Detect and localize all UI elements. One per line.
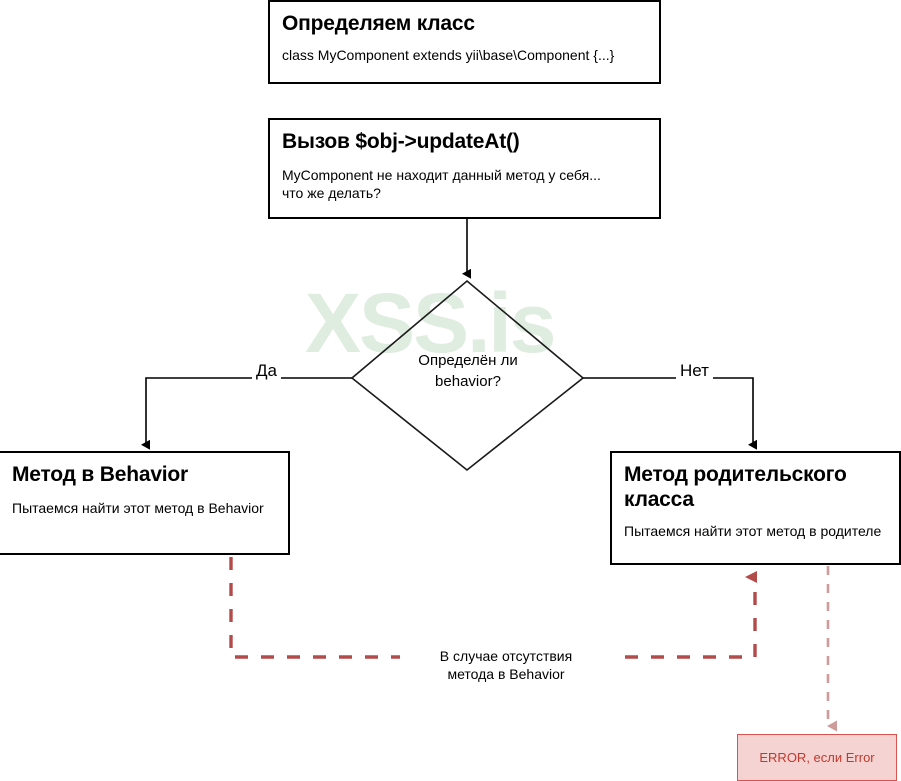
node-define-class-body: class MyComponent extends yii\base\Compo… bbox=[282, 46, 615, 63]
node-parent-method-body: Пытаемся найти этот метод в родителе bbox=[624, 522, 882, 539]
node-define-class-title: Определяем класс bbox=[282, 12, 475, 35]
node-parent-method-title: Метод родительского класса bbox=[624, 463, 847, 511]
connector-yes-branch bbox=[141, 377, 352, 450]
node-call-update[interactable]: Вызов $obj->updateAt() MyComponent не на… bbox=[268, 118, 661, 219]
edge-label-fallback: В случае отсутствия метода в Behavior bbox=[400, 645, 612, 686]
node-error-text: ERROR, если Error bbox=[759, 750, 875, 765]
node-behavior-method-title: Метод в Behavior bbox=[12, 463, 189, 486]
connector-fallback-dashed bbox=[229, 557, 757, 659]
node-call-update-title: Вызов $obj->updateAt() bbox=[282, 130, 520, 153]
node-call-update-body: MyComponent не находит данный метод у се… bbox=[282, 166, 601, 201]
node-behavior-method-body: Пытаемся найти этот метод в Behavior bbox=[12, 499, 264, 516]
connector-no-branch bbox=[583, 377, 757, 450]
node-define-class[interactable]: Определяем класс class MyComponent exten… bbox=[268, 0, 661, 84]
node-error[interactable]: ERROR, если Error bbox=[737, 734, 897, 781]
node-behavior-method[interactable]: Метод в Behavior Пытаемся найти этот мет… bbox=[0, 451, 290, 555]
edge-label-no: Нет bbox=[676, 361, 713, 381]
decision-label: Определён ли behavior? bbox=[418, 352, 518, 390]
node-parent-method[interactable]: Метод родительского класса Пытаемся найт… bbox=[610, 451, 901, 565]
edge-label-yes: Да bbox=[252, 361, 281, 381]
